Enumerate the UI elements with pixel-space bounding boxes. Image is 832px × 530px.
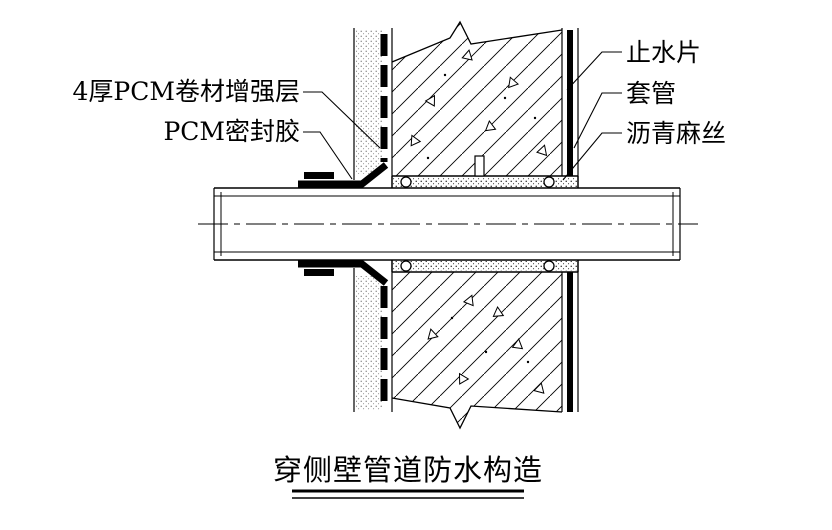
label-pcm-sealant: PCM密封胶	[163, 117, 300, 146]
aggregate-symbols	[410, 49, 548, 394]
label-waterstop: 止水片	[626, 38, 701, 67]
leader-line-oakum	[562, 132, 622, 181]
pcm-sealant-fillet-top	[298, 162, 389, 188]
pcm-sealant-bead-top	[304, 172, 334, 179]
oakum-filler-top	[393, 177, 577, 187]
pipe	[198, 187, 698, 261]
mortar-stipple-top	[356, 30, 382, 174]
drawing-title: 穿侧壁管道防水构造	[273, 453, 543, 487]
leader-line-waterstop	[566, 51, 622, 91]
sleeve-weld-ring	[543, 176, 555, 188]
label-pcm-membrane: 4厚PCM卷材增强层	[73, 77, 300, 106]
concrete-hatch-bottom	[392, 272, 562, 428]
leader-line-membrane	[303, 91, 381, 149]
sleeve-weld-ring	[400, 176, 412, 188]
label-sleeve: 套管	[626, 79, 676, 108]
sleeve-weld-ring	[543, 260, 555, 272]
sleeve-weld-ring	[400, 260, 412, 272]
concrete-hatch-top	[392, 22, 562, 176]
pcm-sealant-bead-bottom	[304, 269, 334, 276]
sealant	[298, 162, 389, 286]
wall-section	[353, 20, 579, 430]
annotations	[303, 51, 622, 181]
oakum-filler-bottom	[393, 261, 577, 271]
leader-line-sealant	[303, 131, 353, 180]
labels: 4厚PCM卷材增强层 PCM密封胶 止水片 套管 沥青麻丝	[73, 38, 726, 148]
pipe-sleeve	[391, 155, 579, 273]
mortar-stipple-bottom	[356, 276, 382, 410]
label-oakum: 沥青麻丝	[626, 119, 726, 148]
leader-line-sleeve	[573, 92, 622, 149]
break-line-bottom	[391, 397, 563, 430]
pcm-sealant-fillet-bottom	[298, 260, 389, 286]
waterstop-ring	[474, 155, 485, 177]
break-line-top	[391, 20, 563, 63]
